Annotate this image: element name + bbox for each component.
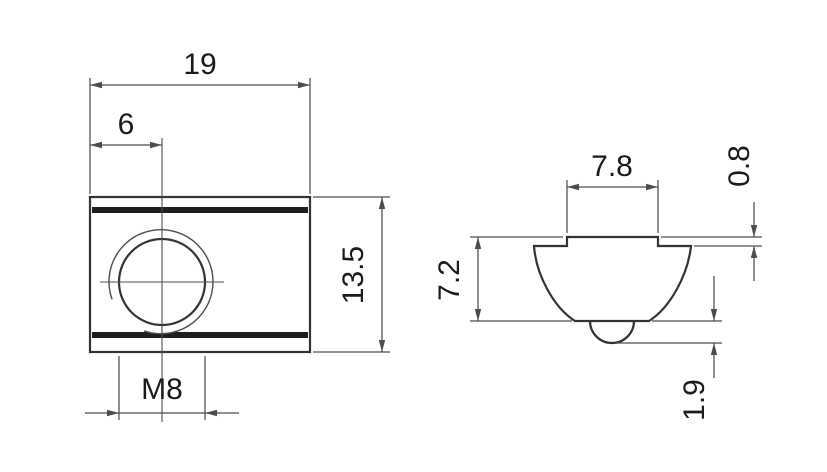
dim-profile-height-label: 7.2 [433, 259, 466, 301]
side-view [532, 235, 693, 345]
front-view [88, 138, 312, 422]
dim-key-height-label: 0.8 [723, 145, 756, 187]
arrow-icon [90, 141, 102, 149]
dim-profile-height: 7.2 [433, 236, 572, 322]
dim-ball-protrusion: 1.9 [615, 276, 722, 421]
arrow-icon [750, 246, 758, 258]
arrow-icon [298, 81, 310, 89]
dim-height: 13.5 [313, 196, 390, 353]
dim-height-label: 13.5 [337, 246, 370, 304]
arrow-icon [474, 309, 482, 321]
dim-hole-offset: 6 [90, 108, 162, 149]
groove-band-top [92, 207, 308, 213]
arrow-icon [90, 81, 102, 89]
dim-length-label: 19 [183, 48, 216, 81]
dim-ball-protrusion-label: 1.9 [678, 379, 711, 421]
thread-major-arc [108, 229, 214, 335]
dim-key-width: 7.8 [566, 150, 659, 233]
profile-outline [532, 235, 693, 323]
arrow-icon [750, 225, 758, 237]
arrow-icon [710, 309, 718, 321]
arrow-icon [474, 237, 482, 249]
arrow-icon [710, 343, 718, 355]
arrow-icon [205, 409, 217, 417]
dim-key-width-label: 7.8 [591, 150, 633, 183]
arrow-icon [567, 183, 579, 191]
arrow-icon [646, 183, 658, 191]
dim-length: 19 [89, 48, 311, 194]
dim-hole-offset-label: 6 [118, 108, 135, 141]
arrow-icon [150, 141, 162, 149]
dim-thread-label: M8 [141, 373, 183, 406]
dim-key-height: 0.8 [661, 145, 762, 281]
arrow-icon [378, 340, 386, 352]
ball-protrusion-arc [588, 320, 636, 345]
arrow-icon [107, 409, 119, 417]
arrow-icon [378, 197, 386, 209]
groove-band-bottom [92, 332, 308, 338]
dim-thread: M8 [85, 356, 239, 420]
